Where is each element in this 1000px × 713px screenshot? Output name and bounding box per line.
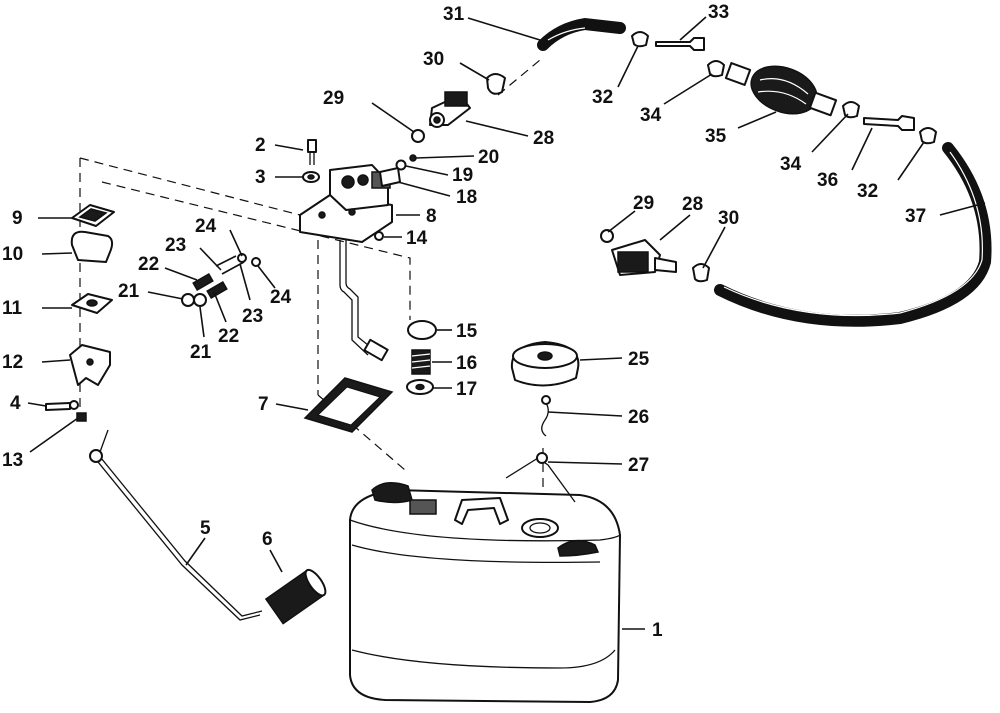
- label-part-25: 25: [628, 349, 650, 370]
- label-part-1: 1: [652, 620, 663, 641]
- label-part-20: 20: [478, 147, 499, 168]
- pickup-rod-and-filter: [89, 429, 327, 625]
- label-part-26: 26: [628, 407, 649, 428]
- label-part-2: 2: [255, 135, 266, 156]
- label-part-23a: 23: [165, 235, 186, 256]
- label-part-30a: 30: [423, 49, 444, 70]
- label-part-24a: 24: [195, 216, 217, 237]
- part-number-labels: 1 2 3 4 5 6 7 8 9 10 11 12 13 14 15 16 1…: [2, 2, 926, 641]
- fuel-gauge-header: [299, 164, 393, 362]
- label-part-15: 15: [456, 321, 478, 342]
- label-part-34a: 34: [640, 105, 662, 126]
- label-part-19: 19: [452, 165, 473, 186]
- label-part-32a: 32: [592, 87, 613, 108]
- label-part-30b: 30: [718, 208, 739, 229]
- label-part-31: 31: [443, 4, 465, 25]
- gasket: [303, 377, 394, 433]
- label-part-12: 12: [2, 352, 23, 373]
- label-part-29b: 29: [633, 193, 654, 214]
- label-part-35: 35: [705, 126, 727, 147]
- label-part-11: 11: [2, 298, 23, 319]
- label-part-14: 14: [406, 228, 428, 249]
- label-part-22b: 22: [218, 326, 239, 347]
- label-part-34b: 34: [780, 154, 802, 175]
- label-part-4: 4: [10, 393, 21, 414]
- label-part-6: 6: [262, 529, 273, 550]
- label-part-28b: 28: [682, 194, 703, 215]
- filler-cap-group: [505, 341, 580, 503]
- label-part-36: 36: [817, 170, 838, 191]
- label-part-17: 17: [456, 379, 477, 400]
- label-part-16: 16: [456, 353, 477, 374]
- label-part-21b: 21: [190, 342, 212, 363]
- fuel-tank: [349, 482, 621, 703]
- label-part-18: 18: [456, 187, 477, 208]
- fuel-line-assembly-upper: [411, 17, 937, 145]
- label-part-13: 13: [2, 450, 23, 471]
- label-part-28a: 28: [533, 128, 554, 149]
- label-part-10: 10: [2, 244, 23, 265]
- leader-lines: [27, 16, 986, 630]
- label-part-24b: 24: [270, 287, 292, 308]
- label-part-33: 33: [708, 2, 729, 23]
- label-part-5: 5: [200, 518, 211, 539]
- left-parts-cluster: [45, 204, 261, 422]
- label-part-8: 8: [426, 206, 437, 227]
- label-part-23b: 23: [242, 306, 263, 327]
- label-part-22a: 22: [138, 254, 159, 275]
- label-part-21a: 21: [118, 281, 140, 302]
- label-part-37: 37: [905, 206, 926, 227]
- label-part-27: 27: [628, 455, 649, 476]
- label-part-7: 7: [258, 394, 269, 415]
- alignment-lines: [79, 59, 544, 520]
- label-part-29a: 29: [323, 88, 344, 109]
- label-part-3: 3: [255, 167, 266, 188]
- label-part-32b: 32: [857, 181, 878, 202]
- small-parts-cluster: [302, 139, 437, 395]
- label-part-9: 9: [12, 208, 23, 229]
